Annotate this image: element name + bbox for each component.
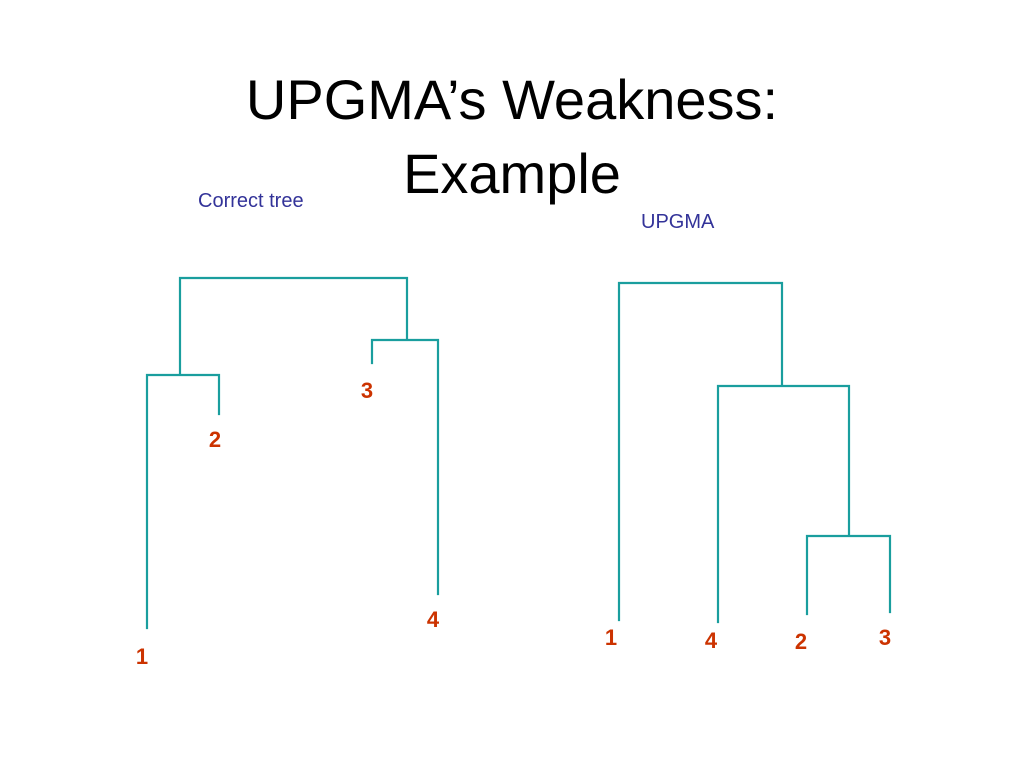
correct-tree-root-branch bbox=[178, 276, 409, 375]
correct-tree-leaf-label: 2 bbox=[209, 427, 221, 452]
upgma-tree-clade-2-3 bbox=[805, 534, 892, 616]
correct-tree-leaf-label: 3 bbox=[361, 378, 373, 403]
upgma-tree-root-branch bbox=[617, 281, 784, 622]
upgma-tree-leaf-label: 3 bbox=[879, 625, 891, 650]
upgma-tree: 1 4 2 3 bbox=[605, 281, 892, 654]
correct-tree-leaf-label: 1 bbox=[136, 644, 148, 669]
upgma-tree-leaf-label: 2 bbox=[795, 629, 807, 654]
correct-tree: 1 2 3 4 bbox=[136, 276, 440, 669]
upgma-tree-clade-4-2-3 bbox=[716, 384, 851, 624]
correct-tree-clade-3-4 bbox=[370, 338, 440, 596]
upgma-tree-caption: UPGMA bbox=[641, 211, 715, 233]
upgma-tree-leaf-label: 4 bbox=[705, 628, 718, 653]
upgma-tree-leaf-label: 1 bbox=[605, 625, 617, 650]
slide-title-line-2: Example bbox=[403, 142, 621, 205]
correct-tree-leaf-label: 4 bbox=[427, 607, 440, 632]
slide-title-line-1: UPGMA’s Weakness: bbox=[245, 68, 779, 131]
correct-tree-clade-1-2 bbox=[145, 373, 221, 630]
correct-tree-caption: Correct tree bbox=[198, 190, 304, 212]
